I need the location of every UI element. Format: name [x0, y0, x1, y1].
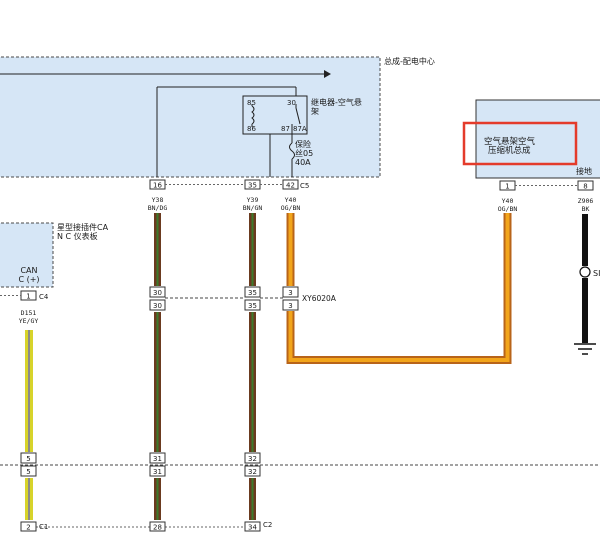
pin-box: [244, 521, 261, 532]
pin-1-instrument: 1: [26, 293, 30, 301]
instrument-label-line1: 星型接插件CA: [57, 222, 109, 232]
wire-y40-orange: [286, 213, 512, 364]
pin-box: [244, 286, 261, 298]
wire-comp-id: Y40: [502, 197, 514, 205]
connector-c1-label: C1: [39, 523, 48, 531]
pin-box: [149, 299, 166, 311]
wire-y40-color: OG/BN: [281, 204, 301, 212]
pin-5-bottom: 5: [26, 468, 30, 476]
inline-connector-xy6020a: 30 30 35 35 3 3 XY6020A: [149, 286, 337, 311]
pin-box: [20, 452, 37, 464]
wire-d151-color: YE/GY: [19, 317, 39, 325]
pin-42: 42: [286, 182, 295, 190]
relay-pin-30: 30: [287, 99, 296, 107]
wire-y38: [154, 213, 161, 520]
wire-d151-id: D151: [21, 309, 37, 317]
fuse-icon: [289, 142, 295, 160]
wire-d151-yellow: [25, 330, 33, 520]
relay-coil-icon: [251, 105, 255, 125]
inline-connector-lower: 5 5 31 31 32 32: [0, 452, 600, 477]
compressor-ground-label: 接地: [576, 166, 592, 176]
power-distribution-center: 总成-配电中心 85 30 86 87 87A 继电器-空气悬 架 保险 丝05…: [0, 56, 435, 178]
pin-35-bottom: 35: [248, 302, 257, 310]
relay-label-line2: 架: [311, 107, 319, 116]
instrument-label-line2: N C 仪表板: [57, 231, 98, 241]
connector-c5-label: C5: [300, 182, 309, 190]
pin-box: [149, 521, 166, 532]
inline-connector-label: XY6020A: [302, 294, 337, 303]
pin-box: [577, 180, 594, 191]
pin-box: [282, 179, 299, 190]
relay-pin-86: 86: [247, 125, 256, 133]
pin-5-top: 5: [26, 455, 30, 463]
relay-box: [242, 95, 308, 135]
pin-1-compressor: 1: [505, 183, 509, 191]
wire-z906-id: Z906: [578, 197, 594, 205]
fuse-label-line1: 保险: [295, 139, 311, 149]
pin-box: [282, 299, 299, 311]
wire-y39-id: Y39: [247, 196, 259, 204]
highlight-frame: [462, 121, 578, 166]
pin-box: [244, 465, 261, 477]
pin-box: [149, 465, 166, 477]
pin-box: [149, 452, 166, 464]
pin-box: [244, 299, 261, 311]
wire-y39-color: BN/GN: [243, 204, 263, 212]
pin-box: [149, 286, 166, 298]
connector-c2-label: C2: [263, 521, 272, 529]
splice-icon: [579, 266, 591, 278]
pin-31-bottom: 31: [153, 468, 162, 476]
arrow-right-icon: [324, 70, 331, 78]
splice-label: SI: [593, 269, 600, 278]
pin-30-top: 30: [153, 289, 162, 297]
relay-pin-87a: 87A: [293, 125, 307, 133]
compressor-label-line1: 空气悬架空气: [484, 136, 536, 147]
compressor-label-line2: 压缩机总成: [488, 145, 531, 156]
pin-8-compressor: 8: [583, 183, 587, 191]
ground-icon: [574, 343, 596, 355]
pin-box: [244, 452, 261, 464]
pin-31-top: 31: [153, 455, 162, 463]
relay-pin-87: 87: [281, 125, 290, 133]
wire-y38-id: Y38: [152, 196, 164, 204]
wire-y40-id: Y40: [285, 196, 297, 204]
wire-y39: [249, 213, 256, 520]
pin-30-bottom: 30: [153, 302, 162, 310]
relay-label-line1: 继电器-空气悬: [311, 97, 362, 107]
wire-comp-color: OG/BN: [498, 205, 518, 213]
pin-35-top: 35: [248, 289, 257, 297]
wire-z906-ground: SI: [574, 214, 600, 355]
wire-labels-top: Y38 BN/DG Y39 BN/GN Y40 OG/BN: [148, 196, 301, 212]
instrument-signal-line1: CAN: [20, 266, 37, 275]
compressor-module: 空气悬架空气 压缩机总成 接地 1 8 Y40 OG/BN Z906 BK: [462, 99, 600, 213]
pin-35: 35: [248, 182, 257, 190]
pin-32-bottom: 32: [248, 468, 257, 476]
wire-z906-color: BK: [582, 205, 590, 213]
instrument-signal-line2: C (+): [18, 275, 39, 284]
pin-32-top: 32: [248, 455, 257, 463]
pin-3-bottom: 3: [288, 302, 292, 310]
fuse-label-line2: 丝05: [295, 148, 313, 158]
instrument-box: [0, 222, 54, 288]
power-center-label: 总成-配电中心: [384, 56, 435, 66]
power-center-box: [0, 56, 381, 178]
pin-16: 16: [153, 182, 162, 190]
fuse-rating: 40A: [295, 158, 311, 167]
pin-box: [282, 286, 299, 298]
pin-box: [20, 521, 37, 532]
pin-2: 2: [26, 524, 30, 532]
pin-34: 34: [248, 524, 257, 532]
relay-pin-85: 85: [247, 99, 256, 107]
pdc-connector-c5: 16 35 42 C5: [149, 179, 309, 190]
pin-28: 28: [153, 524, 162, 532]
wire-y38-color: BN/DG: [148, 204, 168, 212]
relay-switch-icon: [295, 107, 301, 125]
connector-c4-label: C4: [39, 293, 49, 301]
bottom-connectors: 2 C1 28 34 C2: [20, 521, 272, 532]
instrument-panel-module: 星型接插件CA N C 仪表板 CAN C (+) 1 C4 D151 YE/G…: [0, 222, 109, 325]
pin-3-top: 3: [288, 289, 292, 297]
pin-box: [20, 465, 37, 477]
